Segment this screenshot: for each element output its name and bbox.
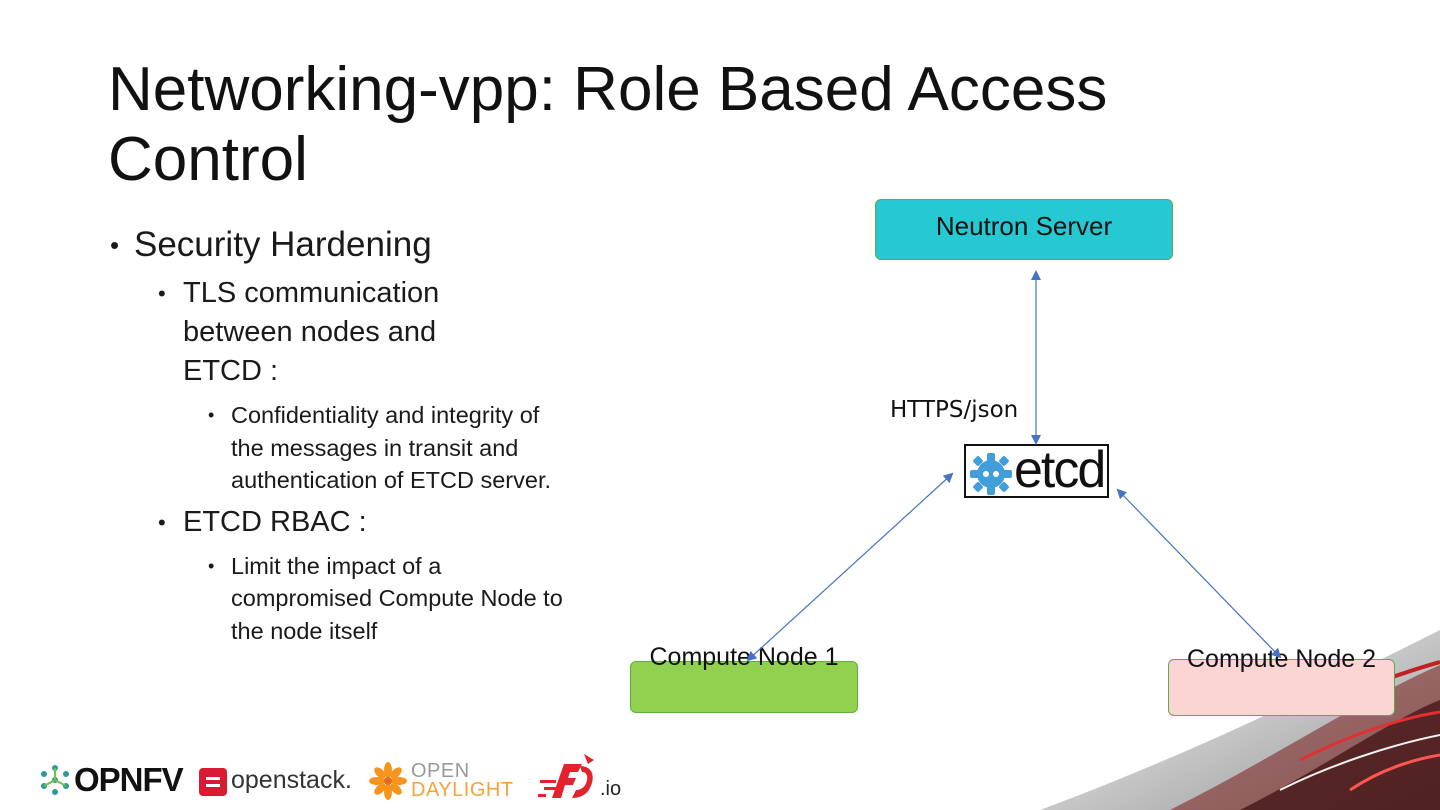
opendaylight-wordmark-top: OPEN: [411, 760, 470, 782]
bullet-text: TLS communication between nodes and ETCD…: [183, 277, 440, 387]
bullet-text: Limit the impact of a compromised Comput…: [231, 552, 563, 644]
page-title: Networking-vpp: Role Based Access Contro…: [108, 55, 1108, 194]
fdio-logo-icon: [538, 754, 594, 798]
bullet-rbac-detail: • Limit the impact of a compromised Comp…: [108, 550, 571, 648]
bullet-dot-icon: •: [208, 405, 215, 425]
etcd-gear-icon: [970, 453, 1012, 495]
arrow-etcd-node1: [746, 472, 954, 662]
bullet-dot-icon: •: [110, 230, 120, 260]
etcd-wordmark: etcd: [1014, 441, 1106, 499]
compute-node-2-box: [1168, 659, 1395, 716]
opendaylight-wordmark-bottom: DAYLIGHT: [411, 779, 514, 801]
compute-node-1-box: [630, 661, 858, 713]
bullet-dot-icon: •: [158, 281, 166, 306]
openstack-wordmark: openstack.: [231, 766, 352, 794]
bullet-tls-detail: • Confidentiality and integrity of the m…: [108, 399, 571, 497]
bullet-text: Security Hardening: [134, 225, 432, 264]
arrow-etcd-node2: [1116, 488, 1282, 659]
fdio-wordmark: .io: [600, 778, 622, 800]
opnfv-wordmark: OPNFV: [74, 761, 184, 798]
neutron-server-label: Neutron Server: [935, 211, 1113, 241]
bullet-security-hardening: • Security Hardening: [108, 224, 578, 266]
bullet-list: • Security Hardening • TLS communication…: [108, 224, 578, 653]
bullet-text: ETCD RBAC :: [183, 505, 367, 538]
etcd-logo: etcd: [964, 441, 1109, 499]
bullet-dot-icon: •: [208, 555, 215, 576]
openstack-logo-icon: [199, 768, 227, 796]
opendaylight-logo-icon: [369, 762, 407, 800]
bullet-tls: • TLS communication between nodes and ET…: [108, 274, 493, 391]
neutron-server-box: Neutron Server: [875, 199, 1173, 260]
https-json-label: HTTPS/json: [890, 397, 1019, 423]
bullet-rbac: • ETCD RBAC :: [108, 503, 493, 542]
opnfv-logo-icon: [41, 765, 69, 795]
bullet-text: Confidentiality and integrity of the mes…: [231, 402, 552, 493]
bullet-dot-icon: •: [158, 509, 166, 535]
